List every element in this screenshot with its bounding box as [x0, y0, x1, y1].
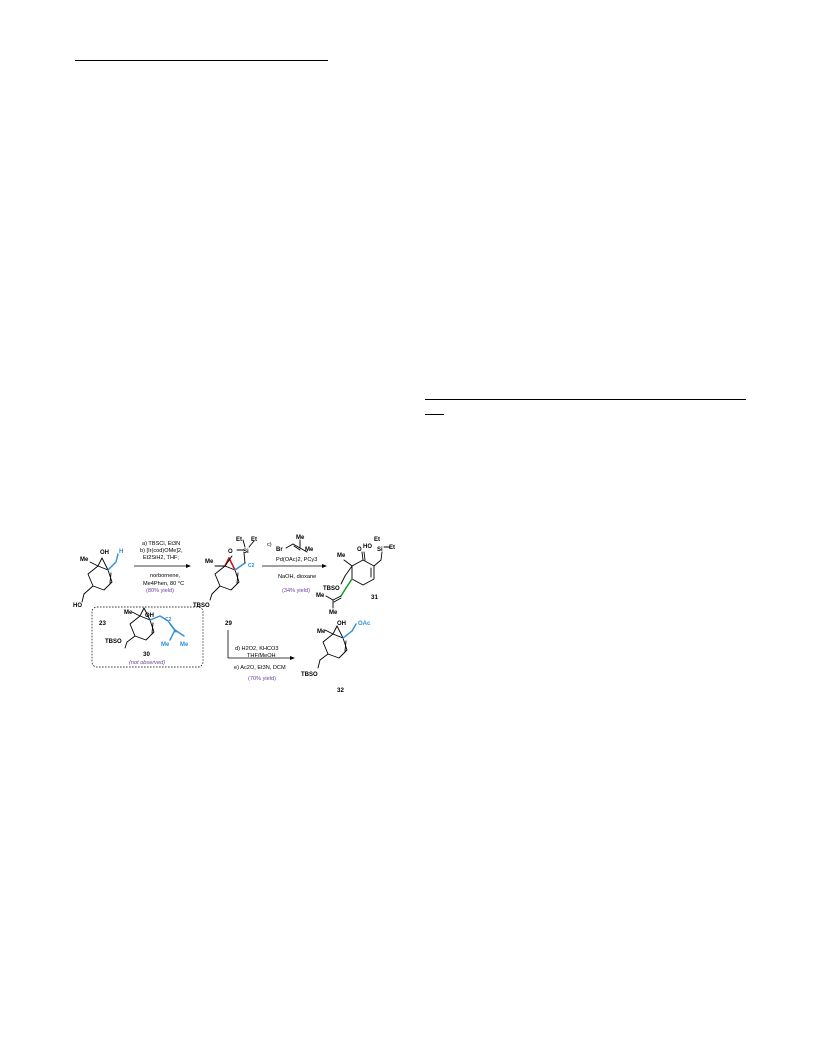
atom-oh-30: OH [145, 613, 154, 619]
atom-o-29: O [228, 549, 233, 555]
atom-si-31: Si [377, 547, 383, 553]
atom-et-29a: Et [236, 537, 242, 543]
reagent-step1-line5: Me4Phen, 80 °C [143, 581, 184, 587]
reagent-step3-line3: e) Ac2O, Et3N, DCM [234, 665, 286, 671]
reaction-arrow-2-head [322, 564, 327, 568]
atom-c2-29: C2 [248, 563, 255, 569]
header-rule-right [425, 399, 746, 400]
compound-29-structure [209, 539, 255, 601]
atom-tbso-30: TBSO [105, 639, 122, 645]
compound-label-29: 29 [225, 620, 232, 627]
atom-me-30: Me [124, 610, 133, 616]
atom-me-reagent-a: Me [296, 535, 305, 541]
atom-ho-31: HO [363, 544, 372, 550]
atom-ho-23: HO [73, 603, 82, 609]
atom-tbso-29: TBSO [193, 603, 210, 609]
compound-label-32: 32 [337, 687, 344, 694]
prenyl-bromide-structure [285, 539, 308, 553]
atom-h-23: H [119, 549, 123, 555]
atom-me-31b: Me [316, 593, 325, 599]
atom-et-29b: Et [251, 537, 257, 543]
atom-br: Br [276, 547, 283, 553]
not-observed-box [91, 606, 204, 668]
reagent-step3-line2: THF/MeOH [247, 653, 276, 659]
reagent-step1-line2: b) [Ir(cod)OMe]2, [140, 548, 183, 554]
compound-32-structure [317, 623, 357, 669]
reagent-step1-line4: norbornene, [150, 573, 181, 579]
compound-label-23: 23 [99, 620, 106, 627]
yield-step3: (70% yield) [248, 676, 276, 682]
atom-et-31b: Et [389, 545, 395, 551]
reagent-step2-line2: NaOH, dioxane [278, 574, 316, 580]
reagent-step3-line1: d) H2O2, KHCO3 [235, 646, 279, 652]
header-rule-left [75, 60, 328, 61]
compound-23-structure [81, 553, 119, 603]
reagent-step1-line3: Et2SiH2, THF; [143, 555, 179, 561]
atom-me-31: Me [337, 553, 346, 559]
atom-me-30b: Me [161, 642, 170, 648]
atom-me-29: Me [205, 559, 214, 565]
compound-31-structure [325, 546, 391, 609]
atom-si-29: Si [243, 549, 249, 555]
compound-label-31: 31 [371, 594, 378, 601]
atom-me-23: Me [80, 557, 89, 563]
atom-oac-32: OAc [358, 621, 371, 627]
yield-step1: (80% yield) [146, 588, 174, 594]
compound-30-note: (not observed) [129, 660, 165, 666]
reaction-arrow-1-head [186, 564, 191, 568]
atom-tbso-32: TBSO [301, 672, 318, 678]
reaction-arrow-3-head [290, 656, 295, 660]
atom-et-31a: Et [374, 537, 380, 543]
header-rule-right-short [425, 414, 444, 415]
compound-label-30: 30 [143, 651, 150, 658]
atom-me-30c: Me [180, 642, 189, 648]
reagent-step2-label: c) [267, 542, 272, 548]
atom-oh-23: OH [100, 550, 109, 556]
atom-tbso-31: TBSO [323, 586, 340, 592]
atom-me-reagent-b: Me [305, 547, 314, 553]
atom-c2-30: C2 [165, 617, 172, 623]
reagent-step1-line1: a) TBSCl, Et3N [142, 541, 180, 547]
compound-30-structure [124, 607, 185, 649]
reagent-step2-line1: Pd(OAc)2, PCy3 [276, 557, 317, 563]
atom-me-32: Me [317, 629, 326, 635]
atom-oh-32: OH [337, 621, 346, 627]
atom-me-31c: Me [329, 610, 338, 616]
yield-step2: (34% yield) [282, 588, 310, 594]
atom-o-31: O [357, 547, 362, 553]
